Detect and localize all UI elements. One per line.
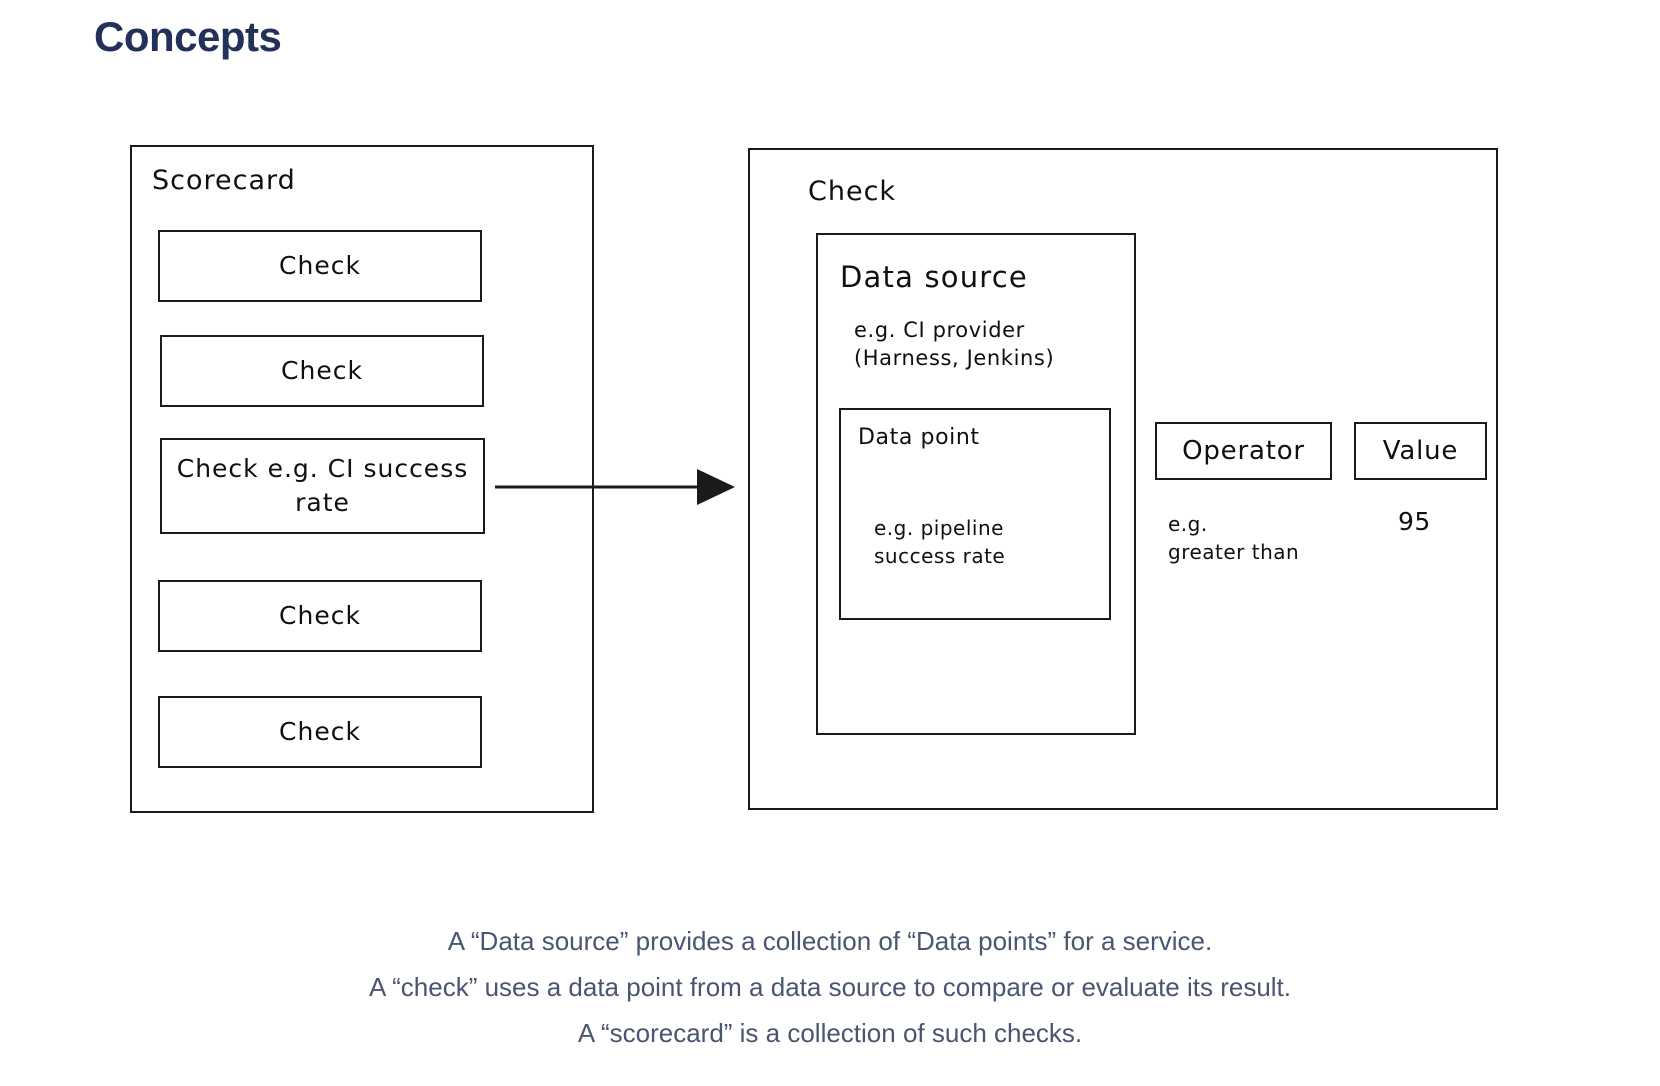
check-item-label: Check e.g. CI success rate [176, 454, 469, 517]
operator-label: Operator [1182, 436, 1305, 466]
data-point-title: Data point [858, 425, 980, 450]
scorecard-check-item-1[interactable]: Check [158, 230, 482, 302]
scorecard-check-item-2[interactable]: Check [160, 335, 484, 407]
operator-box: Operator [1155, 422, 1332, 480]
scorecard-check-item-3-highlighted[interactable]: Check e.g. CI success rate [160, 438, 485, 534]
data-point-box [839, 408, 1111, 620]
data-point-example: e.g. pipeline success rate [874, 516, 1006, 568]
value-box: Value [1354, 422, 1487, 480]
caption-line-3: A “scorecard” is a collection of such ch… [577, 1018, 1083, 1048]
data-source-title: Data source [840, 260, 1028, 294]
value-label: Value [1382, 436, 1459, 466]
value-number: 95 [1398, 507, 1431, 536]
scorecard-check-item-4[interactable]: Check [158, 580, 482, 652]
page-title: Concepts [94, 13, 282, 60]
operator-example: e.g. greater than [1168, 512, 1300, 564]
check-item-label: Check [279, 717, 361, 747]
check-item-label: Check [281, 356, 363, 386]
scorecard-title: Scorecard [152, 165, 296, 196]
check-item-label: Check [279, 251, 361, 281]
diagram-caption: A “Data source” provides a collection of… [0, 918, 1660, 1056]
caption-line-2: A “check” uses a data point from a data … [368, 972, 1292, 1002]
data-source-example: e.g. CI provider (Harness, Jenkins) [854, 318, 1055, 371]
data-source-box [816, 233, 1136, 735]
scorecard-check-item-5[interactable]: Check [158, 696, 482, 768]
flow-arrow-icon [495, 469, 735, 505]
check-detail-title: Check [808, 176, 897, 207]
scorecard-panel [130, 145, 594, 813]
check-detail-panel [748, 148, 1498, 810]
caption-line-1: A “Data source” provides a collection of… [447, 926, 1213, 956]
check-item-label: Check [279, 601, 361, 631]
